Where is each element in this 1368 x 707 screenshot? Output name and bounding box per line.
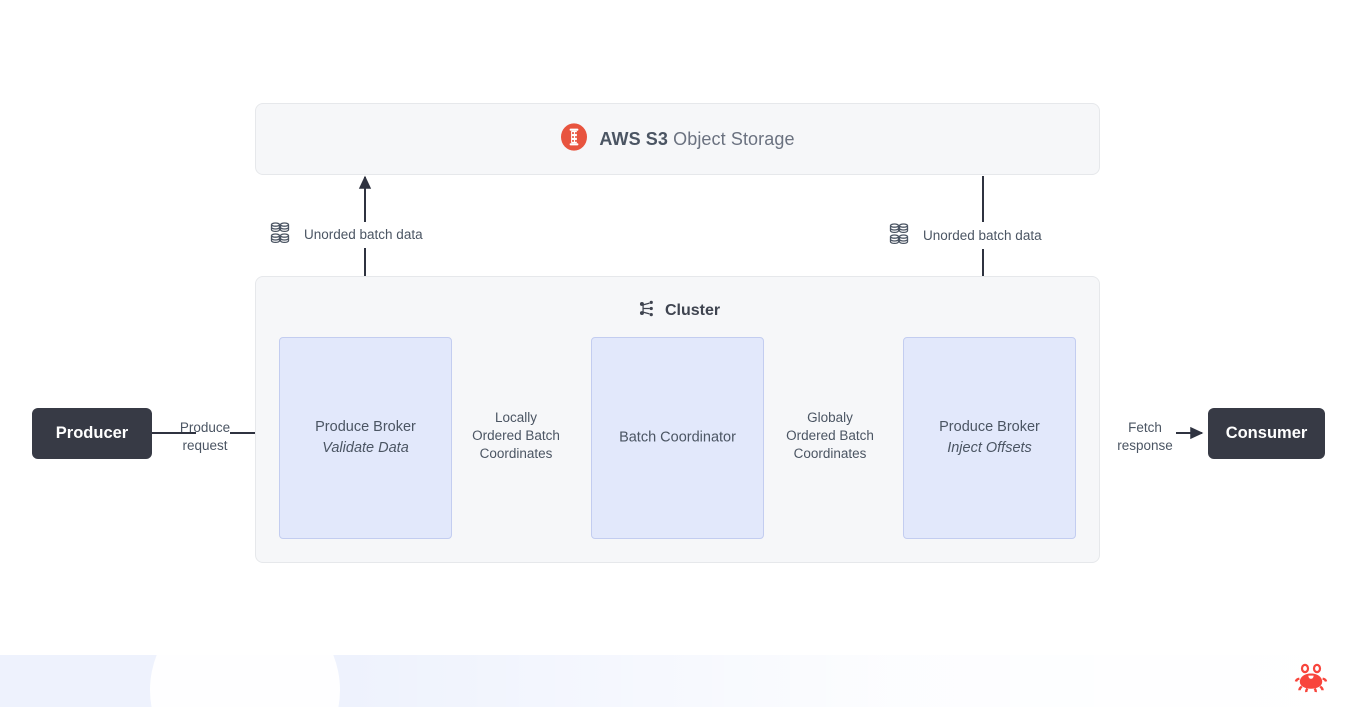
database-grid-icon: [270, 222, 294, 247]
node-produce-broker-validate[interactable]: Produce Broker Validate Data: [279, 337, 452, 539]
unorded-batch-data-text-right: Unorded batch data: [922, 226, 1043, 245]
node-title: Produce Broker: [939, 418, 1040, 435]
unorded-batch-data-text-left: Unorded batch data: [303, 225, 424, 244]
unorded-batch-data-label-left: Unorded batch data: [270, 222, 424, 247]
node-batch-coordinator[interactable]: Batch Coordinator: [591, 337, 764, 539]
aws-s3-title: AWS S3 Object Storage: [599, 129, 794, 150]
node-subtitle: Inject Offsets: [947, 440, 1032, 456]
node-title: Batch Coordinator: [619, 429, 736, 446]
aws-s3-icon: [560, 122, 588, 156]
unorded-batch-data-label-right: Unorded batch data: [889, 223, 1043, 248]
cluster-title: Cluster: [256, 299, 1101, 323]
crab-logo-icon: [1291, 658, 1331, 698]
cluster-network-icon: [637, 299, 656, 323]
cluster-title-text: Cluster: [664, 302, 721, 319]
footer-band: [0, 655, 1368, 707]
aws-s3-title-bold: AWS S3: [599, 128, 669, 149]
producer-box[interactable]: Producer: [32, 408, 152, 459]
aws-s3-panel: AWS S3 Object Storage: [255, 103, 1100, 175]
consumer-label: Consumer: [1225, 424, 1308, 442]
database-grid-icon: [889, 223, 913, 248]
footer-decorative-circle: [150, 655, 340, 707]
producer-label: Producer: [55, 424, 129, 442]
consumer-box[interactable]: Consumer: [1208, 408, 1325, 459]
footer-fade-overlay: [340, 655, 1368, 707]
node-subtitle: Validate Data: [322, 440, 409, 456]
aws-s3-title-rest: Object Storage: [673, 128, 795, 149]
node-produce-broker-inject[interactable]: Produce Broker Inject Offsets: [903, 337, 1076, 539]
node-title: Produce Broker: [315, 418, 416, 435]
